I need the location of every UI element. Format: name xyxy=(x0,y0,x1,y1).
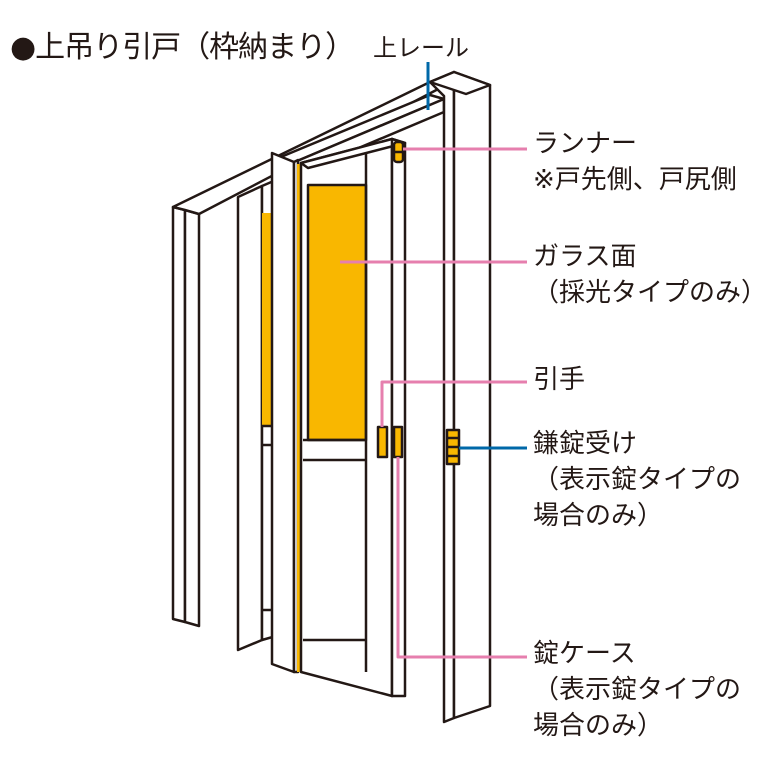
handle-callout: 引手 xyxy=(533,362,585,398)
glass-note: （採光タイプのみ） xyxy=(533,278,768,308)
lock-case-label: 錠ケース xyxy=(533,639,636,669)
top-rail-label: 上レール xyxy=(373,34,469,62)
door-edge-yellow xyxy=(297,164,301,672)
lock-case-callout: 錠ケース （表示錠タイプの 場合のみ） xyxy=(533,636,741,744)
pull-handle xyxy=(376,425,389,459)
lock-case-note-1: （表示錠タイプの xyxy=(533,675,742,705)
strike-note-2: 場合のみ） xyxy=(533,501,664,531)
handle-label: 引手 xyxy=(533,365,586,395)
runner-callout: ランナー ※戸先側、戸尻側 xyxy=(533,126,737,198)
glass-panel xyxy=(306,183,368,442)
diagram-title: ●上吊り引戸（枠納まり） xyxy=(10,30,355,65)
leader-lines xyxy=(340,62,527,659)
strike-label: 鎌錠受け xyxy=(533,429,638,459)
right-frame-jamb xyxy=(428,70,492,724)
lock-case-leader xyxy=(396,457,527,659)
handle-leader xyxy=(380,380,527,427)
glass-callout: ガラス面 （採光タイプのみ） xyxy=(533,239,767,311)
runner-note: ※戸先側、戸尻側 xyxy=(533,165,737,195)
glass-label: ガラス面 xyxy=(533,242,637,272)
runner-label: ランナー xyxy=(533,129,638,159)
fixed-panel xyxy=(236,178,278,652)
strike-callout: 鎌錠受け （表示錠タイプの 場合のみ） xyxy=(533,426,741,534)
lock-case-plate xyxy=(392,425,404,459)
fixed-panel-glass xyxy=(262,213,272,426)
sliding-door xyxy=(270,137,407,698)
lock-case-note-2: 場合のみ） xyxy=(533,711,664,741)
strike-note-1: （表示錠タイプの xyxy=(533,465,742,495)
